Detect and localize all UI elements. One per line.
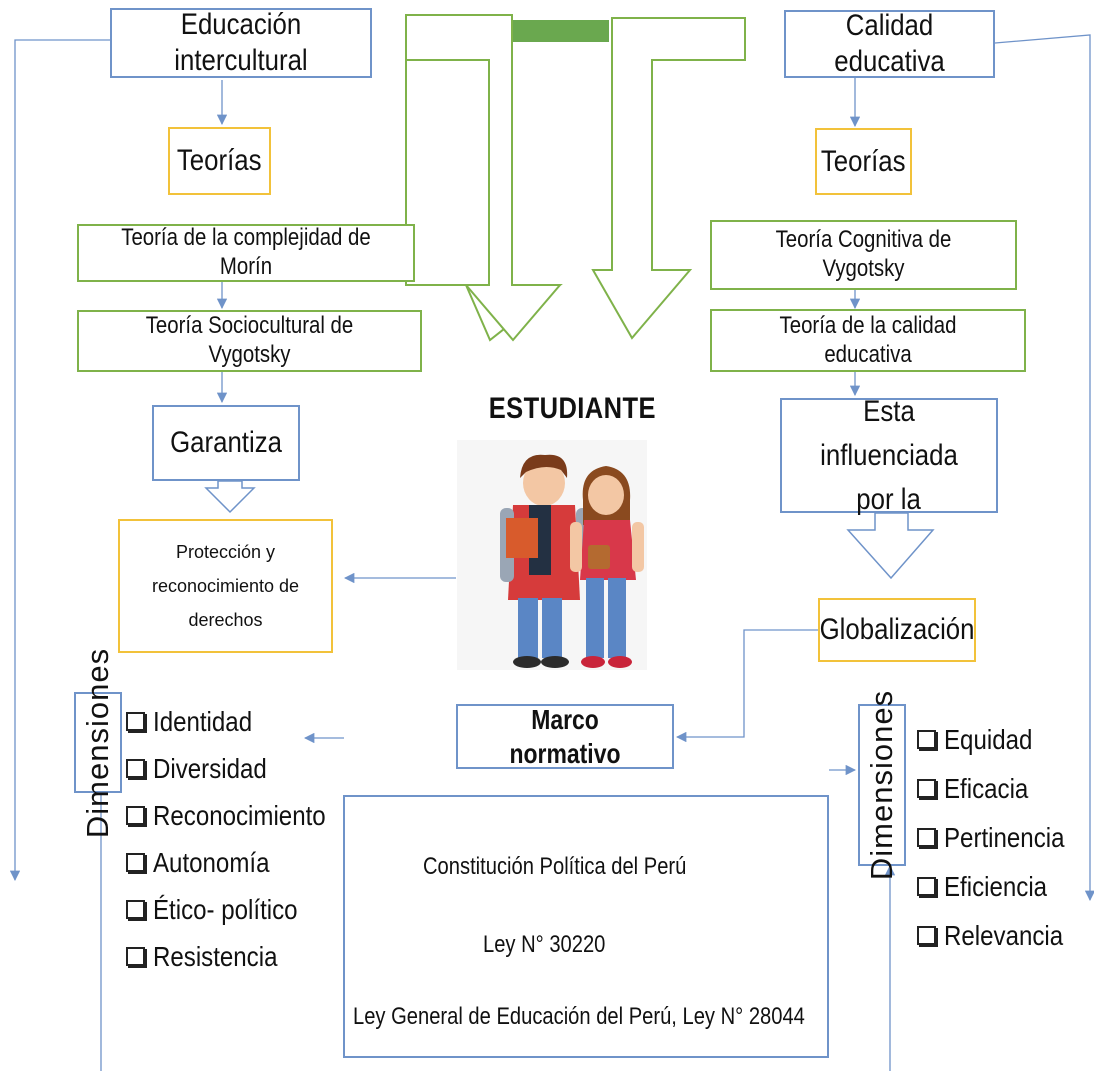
green-bar [513,20,609,42]
students-illustration [457,440,647,670]
list-item: Resistencia [126,933,354,980]
left-dimensions-box [74,692,122,793]
left-dimensions-label: Dimensiones [80,647,115,838]
law-constitution: Constitución Política del Perú [423,853,687,880]
checkbox-icon [917,730,936,749]
rights-line-3: derechos [188,610,263,630]
list-item: Ético- político [126,886,354,933]
right-dimensions-box: Dimensiones [858,690,906,880]
right-theories-label: Teorías [821,144,906,178]
list-item: Autonomía [126,839,354,886]
list-item: Reconocimiento [126,792,354,839]
quality-education-label: Calidad educativa [834,9,945,78]
list-item: Diversidad [126,745,354,792]
influenced-box: Esta influenciada por la [780,395,998,516]
right-theories-box: Teorías [815,128,912,195]
laws-box: Constitución Política del Perú Ley N° 30… [343,795,829,1058]
checkbox-icon [126,947,145,966]
framework-box: Marco normativo [456,704,674,769]
garantiza-down-arrow [204,480,256,514]
framework-label: Marco normativo [509,703,621,769]
left-dimensions-label-wrap: Dimensiones [74,647,122,837]
sociocultural-theory-label: Teoría Sociocultural de Vygotsky [145,312,354,368]
green-arrow-right [591,17,746,340]
green-arrow-left-body [405,14,563,342]
list-item: Identidad [126,698,354,745]
intercultural-education-label: Educación intercultural [174,8,308,77]
left-theories-box: Teorías [168,127,271,195]
checkbox-icon [126,853,145,872]
checkbox-icon [917,828,936,847]
morin-theory-box: Teoría de la complejidad de Morín [77,224,415,282]
sociocultural-theory-box: Teoría Sociocultural de Vygotsky [77,310,422,372]
intercultural-education-box: Educación intercultural [110,8,372,78]
list-item: Relevancia [917,911,1084,960]
boy-figure [500,454,590,668]
guarantee-label: Garantiza [170,426,282,459]
right-dimensions-list: Equidad Eficacia Pertinencia Eficiencia … [917,715,1084,960]
law-30220: Ley N° 30220 [483,931,606,958]
checkbox-icon [126,759,145,778]
right-dimensions-label: Dimensiones [864,689,899,881]
girl-figure [570,466,644,668]
checkbox-icon [126,900,145,919]
morin-theory-label: Teoría de la complejidad de Morín [121,224,371,280]
checkbox-icon [126,806,145,825]
checkbox-icon [917,926,936,945]
cognitive-theory-box: Teoría Cognitiva de Vygotsky [710,220,1017,290]
checkbox-icon [126,712,145,731]
left-theories-label: Teorías [177,144,262,177]
guarantee-box: Garantiza [152,405,300,481]
cognitive-theory-label: Teoría Cognitiva de Vygotsky [775,226,952,282]
globalization-box: Globalización [818,598,976,662]
list-item: Equidad [917,715,1084,764]
globalization-label: Globalización [819,613,975,646]
rights-box: Protección y reconocimiento de derechos [118,519,333,653]
quality-education-box: Calidad educativa [784,9,995,78]
checkbox-icon [917,877,936,896]
list-item: Pertinencia [917,813,1084,862]
influenced-line-2: por la [856,482,922,516]
law-28044: Ley General de Educación del Perú, Ley N… [353,1003,805,1030]
rights-line-2: reconocimiento de [151,576,300,596]
rights-line-1: Protección y [175,542,276,562]
influenced-down-arrow [846,512,935,580]
left-dimensions-list: Identidad Diversidad Reconocimiento Auto… [126,698,354,980]
quality-theory-label: Teoría de la calidad educativa [779,311,957,368]
quality-theory-box: Teoría de la calidad educativa [710,309,1026,372]
list-item: Eficiencia [917,862,1084,911]
influenced-line-1: Esta influenciada [820,394,958,472]
list-item: Eficacia [917,764,1084,813]
student-title: ESTUDIANTE [488,392,656,425]
checkbox-icon [917,779,936,798]
